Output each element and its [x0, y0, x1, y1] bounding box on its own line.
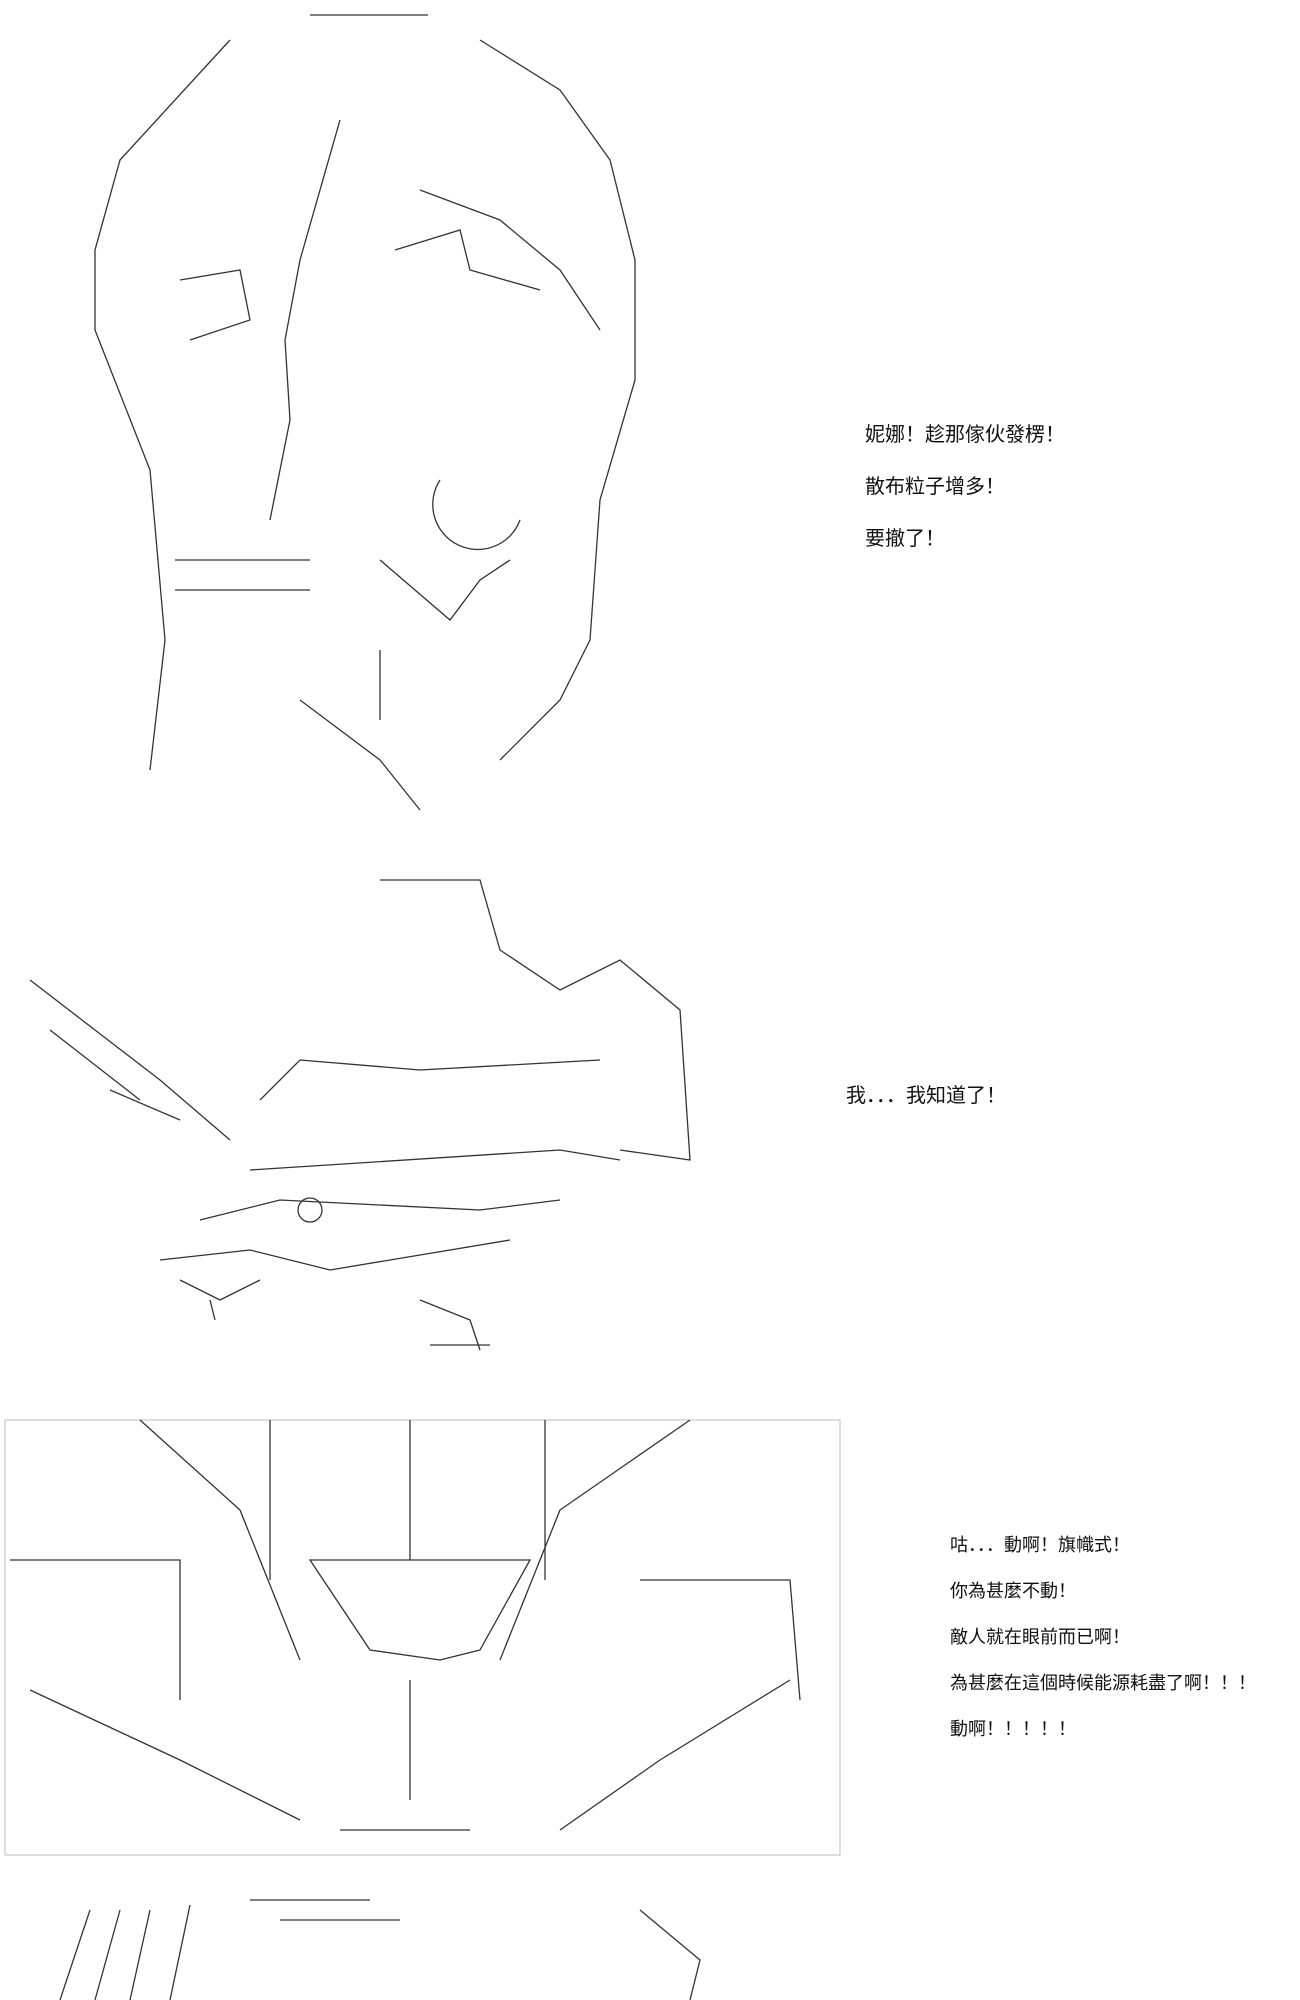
dialogue-line: 你為甚麼不動！: [950, 1581, 1076, 1602]
ascii-art-explosion-robot: [29, 879, 691, 1351]
dialogue-line: 散布粒子增多！: [865, 474, 1005, 498]
dialogue-line: 為甚麼在這個時候能源耗盡了啊！！！: [950, 1673, 1256, 1694]
ascii-art-girl-face: [94, 14, 636, 811]
dialogue-line: 咕．．．動啊！旗幟式！: [950, 1535, 1130, 1556]
ascii-art-cockpit-panel: [4, 1419, 841, 1856]
dialogue-line: 敵人就在眼前而已啊！: [950, 1627, 1130, 1648]
dialogue-line: 要撤了！: [865, 526, 945, 550]
dialogue-line: 我．．．我知道了！: [846, 1083, 1006, 1107]
ascii-art-partial-bottom: [59, 1899, 701, 2000]
dialogue-line: 動啊！！！！！: [950, 1719, 1076, 1740]
dialogue-line: 妮娜！趁那傢伙發楞！: [865, 422, 1065, 446]
